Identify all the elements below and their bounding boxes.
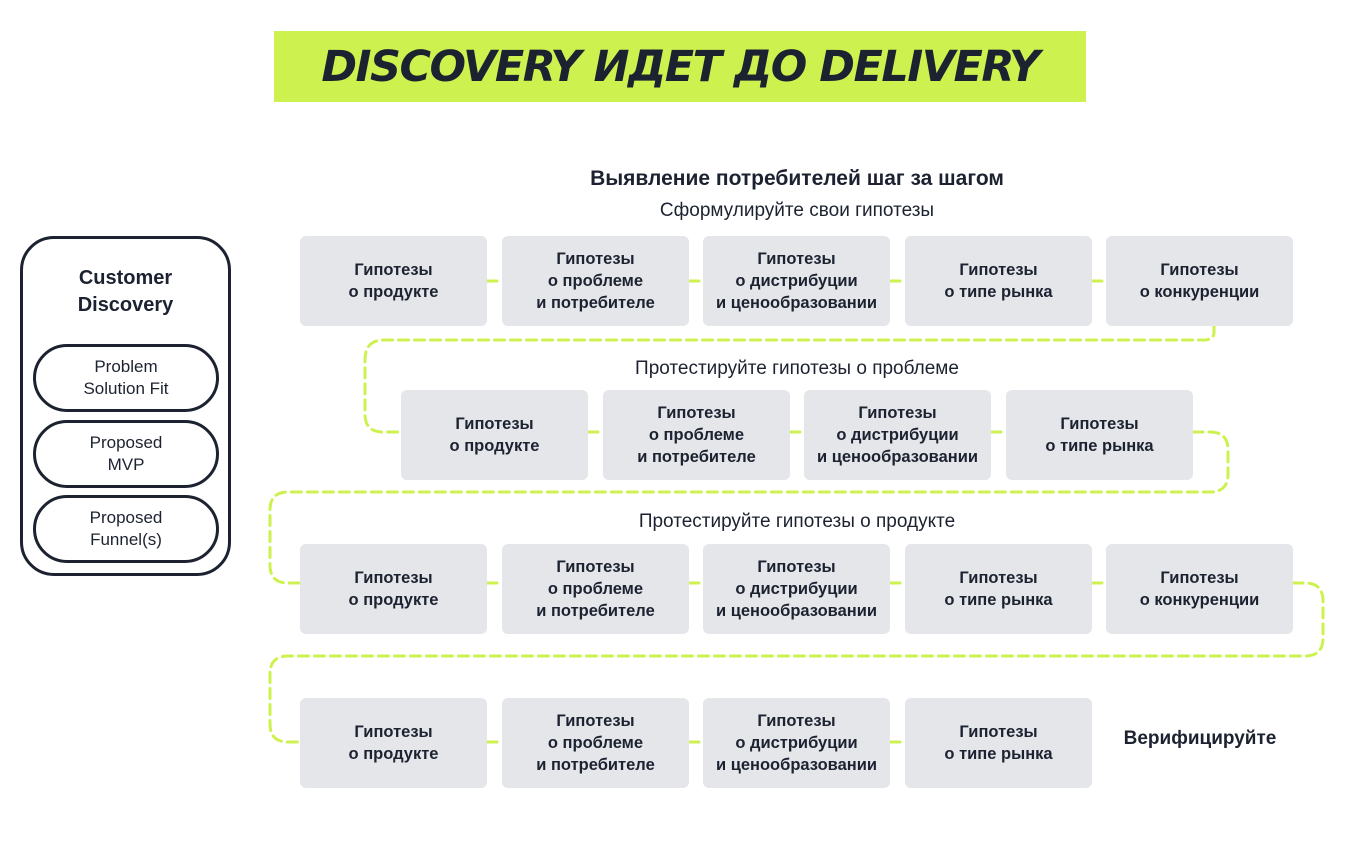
box-label: Гипотезы о конкуренции: [1139, 261, 1260, 301]
stage-1-box-distribution: Гипотезы о дистрибуции и ценообразовании: [703, 236, 890, 326]
stage-3-label: Протестируйте гипотезы о продукте: [638, 511, 956, 532]
pill-label: Proposed Funnel(s): [89, 508, 163, 549]
verify-label: Верифицируйте: [1123, 728, 1277, 749]
box-label: Гипотезы о типе рынка: [944, 723, 1053, 763]
box-label: Гипотезы о проблеме и потребителе: [536, 250, 655, 312]
stage-4-box-distribution: Гипотезы о дистрибуции и ценообразовании: [703, 698, 890, 788]
stage-4-box-market: Гипотезы о типе рынка: [905, 698, 1092, 788]
box-label: Гипотезы о дистрибуции и ценообразовании: [715, 250, 878, 312]
stage-1-box-market: Гипотезы о типе рынка: [905, 236, 1092, 326]
proposed-funnels-pill: Proposed Funnel(s): [33, 495, 219, 563]
box-label: Гипотезы о проблеме и потребителе: [637, 404, 756, 466]
stage-1-label: Сформулируйте свои гипотезы: [659, 200, 935, 221]
stage-3-box-problem: Гипотезы о проблеме и потребителе: [502, 544, 689, 634]
customer-discovery-panel: Customer Discovery Problem Solution Fit …: [20, 236, 231, 576]
pill-label: Problem Solution Fit: [83, 357, 169, 398]
stage-1-box-competition: Гипотезы о конкуренции: [1106, 236, 1293, 326]
box-label: Гипотезы о проблеме и потребителе: [536, 558, 655, 620]
customer-discovery-title: Customer Discovery: [77, 267, 174, 316]
stage-2-box-distribution: Гипотезы о дистрибуции и ценообразовании: [804, 390, 991, 480]
box-label: Гипотезы о дистрибуции и ценообразовании: [715, 558, 878, 620]
page-title: DISCOVERY ИДЕТ ДО DELIVERY: [321, 41, 1040, 92]
box-label: Гипотезы о типе рынка: [944, 569, 1053, 609]
problem-solution-fit-pill: Problem Solution Fit: [33, 344, 219, 412]
box-label: Гипотезы о продукте: [348, 261, 439, 301]
section-heading: Выявление потребителей шаг за шагом: [590, 167, 1004, 190]
pill-label: Proposed MVP: [89, 433, 163, 474]
box-label: Гипотезы о конкуренции: [1139, 569, 1260, 609]
stage-2-label: Протестируйте гипотезы о проблеме: [635, 358, 959, 379]
stage-3-box-competition: Гипотезы о конкуренции: [1106, 544, 1293, 634]
box-label: Гипотезы о дистрибуции и ценообразовании: [715, 712, 878, 774]
stage-1-box-problem: Гипотезы о проблеме и потребителе: [502, 236, 689, 326]
box-label: Гипотезы о продукте: [449, 415, 540, 455]
stage-2-box-product: Гипотезы о продукте: [401, 390, 588, 480]
proposed-mvp-pill: Proposed MVP: [33, 420, 219, 488]
box-label: Гипотезы о продукте: [348, 569, 439, 609]
stage-3-box-market: Гипотезы о типе рынка: [905, 544, 1092, 634]
title-banner: DISCOVERY ИДЕТ ДО DELIVERY: [274, 31, 1086, 102]
box-label: Гипотезы о проблеме и потребителе: [536, 712, 655, 774]
stage-3-box-product: Гипотезы о продукте: [300, 544, 487, 634]
stage-4-box-product: Гипотезы о продукте: [300, 698, 487, 788]
stage-4-box-problem: Гипотезы о проблеме и потребителе: [502, 698, 689, 788]
stage-2-box-market: Гипотезы о типе рынка: [1006, 390, 1193, 480]
box-label: Гипотезы о типе рынка: [1045, 415, 1154, 455]
box-label: Гипотезы о дистрибуции и ценообразовании: [816, 404, 979, 466]
stage-3-box-distribution: Гипотезы о дистрибуции и ценообразовании: [703, 544, 890, 634]
stage-2-box-problem: Гипотезы о проблеме и потребителе: [603, 390, 790, 480]
box-label: Гипотезы о продукте: [348, 723, 439, 763]
box-label: Гипотезы о типе рынка: [944, 261, 1053, 301]
stage-1-box-product: Гипотезы о продукте: [300, 236, 487, 326]
